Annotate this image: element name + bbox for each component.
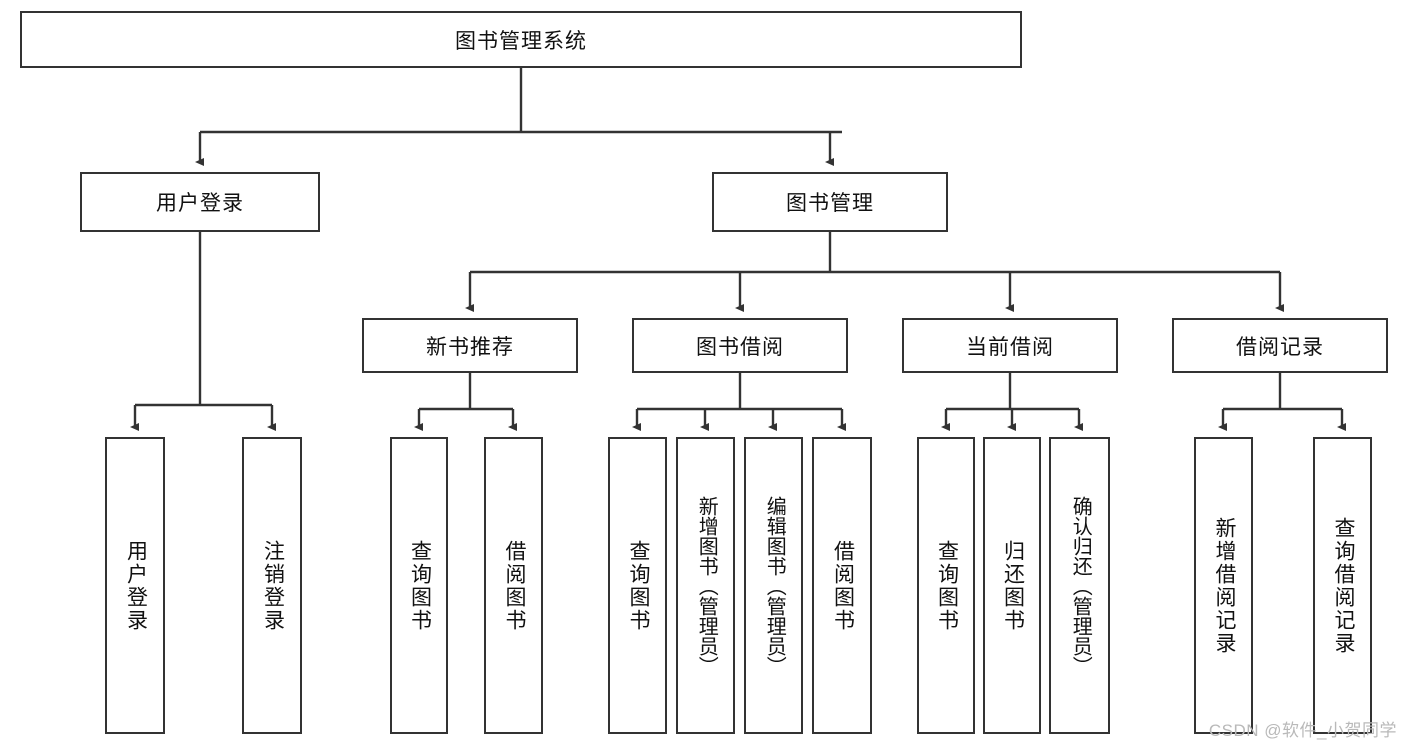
node-label: 图书管理系统 — [455, 29, 587, 53]
edges-root-to-level2 — [195, 68, 842, 166]
node-label: 借阅图书 — [502, 539, 526, 632]
edges-new-book-rec-to-leaves — [414, 373, 517, 431]
node-label: 归还图书 — [1001, 539, 1025, 632]
node-label: 借阅记录 — [1236, 335, 1324, 359]
node-label: 用户登录 — [124, 539, 148, 632]
node-leaf-user-login[interactable]: 用户登录 — [105, 437, 165, 734]
node-leaf-query-book-3[interactable]: 查询图书 — [917, 437, 975, 734]
edges-borrow-record-to-leaves — [1218, 373, 1346, 431]
node-leaf-borrow-book-1[interactable]: 借阅图书 — [484, 437, 543, 734]
node-leaf-user-logout[interactable]: 注销登录 — [242, 437, 302, 734]
edges-current-borrow-to-leaves — [941, 373, 1083, 431]
node-label: 用户登录 — [156, 192, 244, 215]
node-leaf-query-book-1[interactable]: 查询图书 — [390, 437, 448, 734]
node-label: 查询图书 — [626, 539, 650, 632]
node-root[interactable]: 图书管理系统 — [20, 11, 1022, 68]
edges-book-borrow-to-leaves — [632, 373, 846, 431]
node-leaf-add-record[interactable]: 新增借阅记录 — [1194, 437, 1253, 734]
node-leaf-query-record[interactable]: 查询借阅记录 — [1313, 437, 1372, 734]
node-new-book-rec[interactable]: 新书推荐 — [362, 318, 578, 373]
node-label: 新增图书（管理员） — [695, 495, 718, 676]
node-label: 编辑图书（管理员） — [763, 495, 786, 676]
node-label: 图书管理 — [786, 192, 874, 215]
node-label: 新书推荐 — [426, 335, 514, 359]
node-current-borrow[interactable]: 当前借阅 — [902, 318, 1118, 373]
node-label: 查询图书 — [935, 539, 959, 632]
csdn-watermark: CSDN @软件_小贺同学 — [1208, 721, 1397, 740]
node-label: 新增借阅记录 — [1212, 516, 1236, 655]
node-label: 查询借阅记录 — [1331, 516, 1355, 655]
node-book-manage[interactable]: 图书管理 — [712, 172, 948, 232]
node-leaf-add-book[interactable]: 新增图书（管理员） — [676, 437, 735, 734]
node-label: 确认归还（管理员） — [1069, 495, 1092, 676]
edges-book-manage-to-level3 — [465, 232, 1284, 312]
node-label: 查询图书 — [408, 539, 432, 632]
edges-user-login-to-leaves — [130, 232, 276, 431]
node-leaf-confirm-return[interactable]: 确认归还（管理员） — [1049, 437, 1110, 734]
node-user-login[interactable]: 用户登录 — [80, 172, 320, 232]
node-borrow-record[interactable]: 借阅记录 — [1172, 318, 1388, 373]
node-leaf-borrow-book-2[interactable]: 借阅图书 — [812, 437, 872, 734]
node-leaf-query-book-2[interactable]: 查询图书 — [608, 437, 667, 734]
node-leaf-return-book[interactable]: 归还图书 — [983, 437, 1041, 734]
node-label: 当前借阅 — [966, 335, 1054, 359]
node-book-borrow[interactable]: 图书借阅 — [632, 318, 848, 373]
node-leaf-edit-book[interactable]: 编辑图书（管理员） — [744, 437, 803, 734]
node-label: 注销登录 — [261, 539, 285, 632]
node-label: 图书借阅 — [696, 335, 784, 359]
node-label: 借阅图书 — [831, 539, 855, 632]
